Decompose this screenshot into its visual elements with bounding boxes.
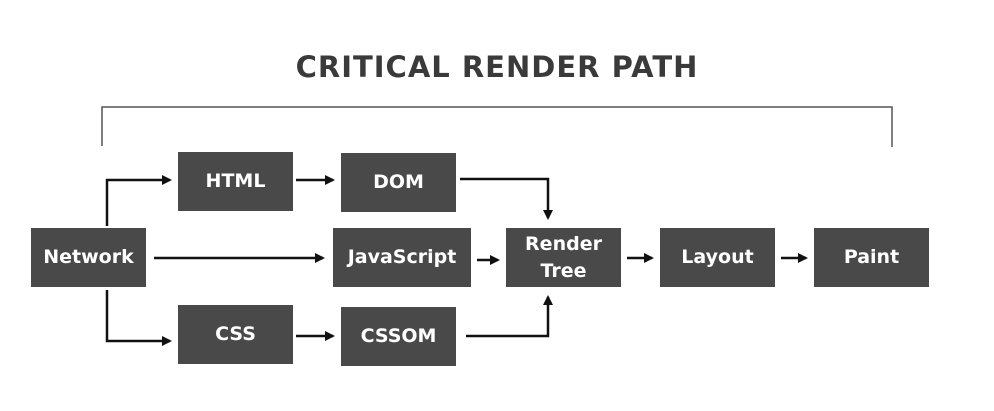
node-css-label: CSS: [215, 323, 256, 345]
node-render-tree-label-line2: Tree: [540, 259, 587, 282]
edge-network-css: [105, 290, 172, 346]
node-dom: DOM: [341, 153, 456, 212]
node-html-label: HTML: [205, 170, 266, 192]
node-network-label: Network: [43, 246, 134, 268]
node-dom-label: DOM: [373, 171, 424, 193]
edge-dom-render-tree: [460, 177, 553, 220]
node-cssom: CSSOM: [341, 307, 456, 366]
edge-cssom-render-tree: [466, 295, 553, 338]
node-paint: Paint: [814, 228, 929, 287]
node-javascript-label: JavaScript: [347, 246, 457, 268]
edge-network-html: [105, 175, 172, 226]
node-render-tree: Render Tree: [506, 228, 621, 287]
node-render-tree-label: Render Tree: [525, 231, 602, 285]
diagram-title: CRITICAL RENDER PATH: [295, 50, 699, 84]
node-render-tree-label-line1: Render: [525, 232, 602, 255]
node-paint-label: Paint: [843, 246, 900, 268]
node-network: Network: [31, 228, 146, 287]
node-layout-label: Layout: [681, 246, 754, 268]
node-javascript: JavaScript: [333, 228, 471, 287]
node-cssom-label: CSSOM: [360, 325, 437, 347]
node-css: CSS: [178, 305, 293, 364]
node-html: HTML: [178, 152, 293, 211]
path-bracket: [101, 106, 893, 147]
node-layout: Layout: [660, 228, 775, 287]
